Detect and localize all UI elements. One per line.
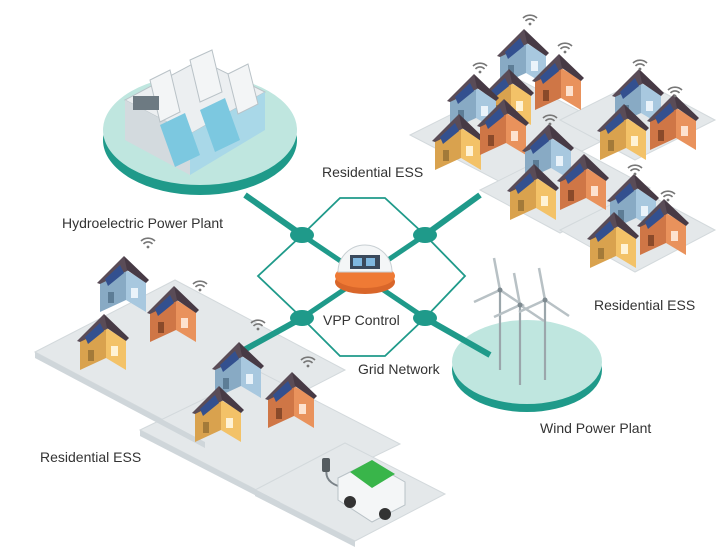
grid-node — [290, 310, 314, 326]
house-icon — [97, 256, 149, 312]
wifi-icon — [140, 237, 156, 250]
vpp-label: VPP Control — [323, 312, 400, 328]
wind-plant — [452, 256, 602, 412]
wifi-icon — [632, 59, 648, 72]
hydroelectric-plant — [103, 49, 297, 195]
wifi-icon — [660, 190, 676, 203]
ess-top-label: Residential ESS — [322, 164, 424, 180]
wifi-icon — [472, 62, 488, 75]
grid-network — [233, 192, 492, 358]
vpp-dome-icon — [335, 244, 395, 294]
wifi-icon — [627, 164, 643, 177]
ess-right-label: Residential ESS — [594, 297, 696, 313]
grid-node — [413, 227, 437, 243]
wifi-icon — [192, 280, 208, 293]
hydro-label: Hydroelectric Power Plant — [62, 215, 224, 231]
wifi-icon — [522, 14, 538, 27]
ess-left-label: Residential ESS — [40, 449, 142, 465]
hydro-dam-icon — [123, 49, 267, 175]
wifi-icon — [557, 42, 573, 55]
charger-icon — [322, 458, 330, 472]
grid-label: Grid Network — [358, 361, 440, 377]
grid-node — [290, 227, 314, 243]
wind-label: Wind Power Plant — [540, 420, 652, 436]
electric-car-icon — [322, 458, 406, 523]
grid-node — [413, 310, 437, 326]
